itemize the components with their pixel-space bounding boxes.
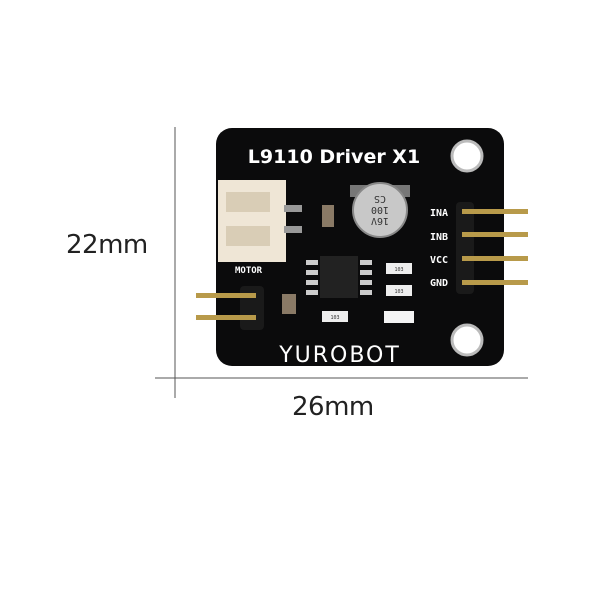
mounting-hole-bottom [450,323,484,357]
width-dimension-label: 26mm [292,392,374,422]
resistor-code: 103 [330,315,339,321]
capacitor-voltage: 16V [371,215,389,226]
l9110-chip [306,256,372,298]
resistor-code: 103 [394,289,403,295]
mounting-hole-top [450,139,484,173]
brand-logo: YUROBOT [278,343,401,368]
board-title: L9110 Driver X1 [248,146,420,168]
capacitor-value: 100 [371,204,389,215]
resistor-code: 103 [394,267,403,273]
pin-label-ina: INA [430,208,448,219]
height-dimension-label: 22mm [66,230,148,260]
pin-label-vcc: VCC [430,255,448,266]
smd-capacitor [322,205,334,227]
pin-label-gnd: GND [430,278,448,289]
motor-pin-header [196,286,264,330]
capacitor [350,182,410,238]
capacitor-brand: CS [374,193,386,204]
motor-connector [218,180,302,262]
smd-capacitor [282,294,296,314]
resistor [322,311,348,322]
right-pin-header [456,202,528,294]
motor-label: MOTOR [235,266,263,276]
resistor [386,263,412,274]
pin-label-inb: INB [430,232,448,243]
resistor [386,285,412,296]
led [384,311,414,323]
